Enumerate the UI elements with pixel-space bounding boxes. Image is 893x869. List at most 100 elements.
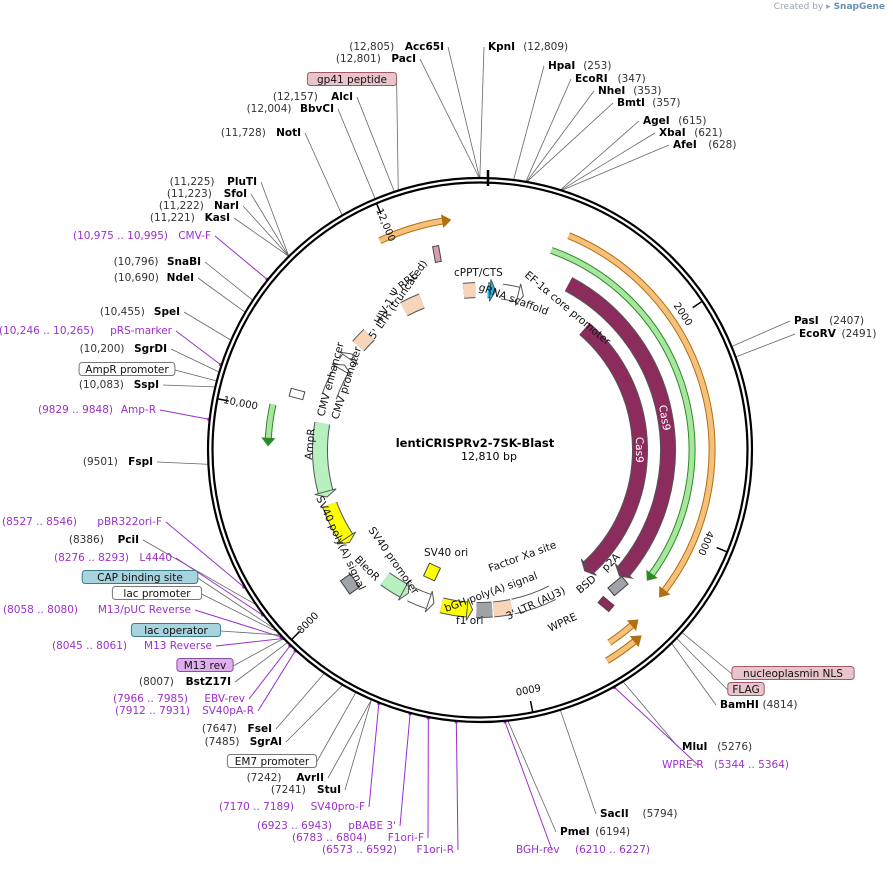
box-label-frame xyxy=(731,666,855,680)
feature-body xyxy=(567,233,715,593)
site-name: EcoRV xyxy=(799,328,837,340)
site-leader xyxy=(242,205,289,256)
box-label: nucleoplasmin NLS xyxy=(731,666,855,680)
site-Acc65I: Acc65I(12,805) xyxy=(349,41,444,53)
site-position: (11,225) xyxy=(170,176,215,188)
site-position: (12,801) xyxy=(336,53,381,65)
site-FseI: FseI(7647) xyxy=(202,723,272,735)
box-label-text: lac promoter xyxy=(123,588,191,600)
box-label: gp41 peptide xyxy=(306,72,398,86)
box-leader xyxy=(220,630,280,636)
site-leader xyxy=(327,700,372,779)
feature-body xyxy=(565,277,675,576)
site-SgrAI: SgrAI(7485) xyxy=(205,736,282,748)
box-label: lac operator xyxy=(130,623,222,637)
site-name: PasI xyxy=(794,315,819,327)
primer-name: M13 Reverse xyxy=(144,640,212,652)
feature-CMV-enhancer xyxy=(321,363,352,400)
feature-text: SV40 poly(A) signal xyxy=(313,494,367,592)
site-name: HpaI xyxy=(548,60,575,72)
primer-range: (8058 .. 8080) xyxy=(3,604,78,616)
CMV-mark xyxy=(288,387,306,401)
primer-Amp-R: Amp-R(9829 .. 9848) xyxy=(38,404,156,416)
site-position: (7485) xyxy=(205,736,240,748)
site-name: PluTI xyxy=(227,176,257,188)
site-name: NotI xyxy=(276,127,301,139)
feature-orange-arc-b xyxy=(378,214,452,244)
feature-body xyxy=(607,623,634,645)
site-name: BamHI xyxy=(720,699,759,711)
site-FspI: FspI(9501) xyxy=(83,456,153,468)
site-BmtI: BmtI(357) xyxy=(617,97,680,109)
feature-arrowhead xyxy=(424,590,435,613)
feature-text: SV40 ori xyxy=(424,547,468,559)
feature-arrowhead xyxy=(580,558,597,576)
site-leader xyxy=(233,217,289,257)
feature-arrowhead xyxy=(339,351,359,366)
box-label: FLAG xyxy=(727,682,765,696)
feature-SV40-promoter xyxy=(407,586,435,613)
box-leader xyxy=(232,638,284,667)
box-label-frame xyxy=(78,362,176,376)
site-AfeI: AfeI(628) xyxy=(673,139,736,151)
feature-BleoR xyxy=(380,572,410,601)
site-SspI: SspI(10,083) xyxy=(79,379,159,391)
feature-text: BSD xyxy=(574,573,598,596)
site-StuI: StuI(7241) xyxy=(271,784,341,796)
site-leader xyxy=(162,384,215,388)
site-name: AfeI xyxy=(673,139,697,151)
site-EcoRI: EcoRI(347) xyxy=(575,73,646,85)
box-label: AmpR promoter xyxy=(78,362,176,376)
site-position: (615) xyxy=(678,115,706,127)
site-position: (12,805) xyxy=(349,41,394,53)
box-label-text: CAP binding site xyxy=(97,572,183,584)
primer-name: SV40pA-R xyxy=(202,705,254,717)
plasmid-size: 12,810 bp xyxy=(461,450,517,463)
primer-range: (6573 .. 6592) xyxy=(322,844,397,856)
primer-range: (5344 .. 5364) xyxy=(714,759,789,771)
primer-range: (6783 .. 6804) xyxy=(292,832,367,844)
site-position: (12,004) xyxy=(247,103,292,115)
feature-arrowhead xyxy=(629,635,642,648)
primer-name: pBR322ori-F xyxy=(97,516,162,528)
primer-name: Amp-R xyxy=(121,404,156,416)
site-name: FspI xyxy=(128,456,153,468)
primer-leader xyxy=(175,330,221,366)
site-name: SfoI xyxy=(224,188,247,200)
site-position: (8386) xyxy=(69,534,104,546)
primer-name: pRS-marker xyxy=(110,325,173,337)
site-BbvCI: BbvCI(12,004) xyxy=(247,103,334,115)
primer-leader xyxy=(215,638,283,647)
p2A-mark xyxy=(607,575,629,597)
feature-orange-arc-c xyxy=(607,619,639,646)
feature-cPPT xyxy=(462,282,476,299)
box-leader xyxy=(396,79,399,190)
feature-green-arc-a xyxy=(550,247,696,581)
primer-leader xyxy=(248,645,291,700)
feature-body xyxy=(550,248,695,576)
primer-leader xyxy=(368,703,380,808)
site-name: AvrII xyxy=(296,772,324,784)
site-position: (11,223) xyxy=(167,188,212,200)
site-leader xyxy=(479,46,485,178)
feature-text: WPRE xyxy=(546,611,579,635)
site-leader xyxy=(623,681,679,748)
site-position: (347) xyxy=(618,73,646,85)
site-position: (5794) xyxy=(643,808,678,820)
primer-leader xyxy=(614,687,699,766)
site-position: (2491) xyxy=(842,328,877,340)
site-leader xyxy=(736,333,796,358)
site-position: (8007) xyxy=(139,676,174,688)
feature-body xyxy=(378,218,444,243)
site-position: (10,796) xyxy=(114,256,159,268)
site-name: PmeI xyxy=(560,826,590,838)
feature-body xyxy=(462,283,476,298)
feature-5LTR xyxy=(352,328,375,352)
site-name: BstZ17I xyxy=(186,676,231,688)
feature-ori xyxy=(322,501,357,545)
box-label-text: FLAG xyxy=(732,684,759,696)
box-leader xyxy=(197,577,273,628)
site-position: (10,690) xyxy=(114,272,159,284)
site-name: NarI xyxy=(214,200,239,212)
site-leader xyxy=(561,132,656,190)
